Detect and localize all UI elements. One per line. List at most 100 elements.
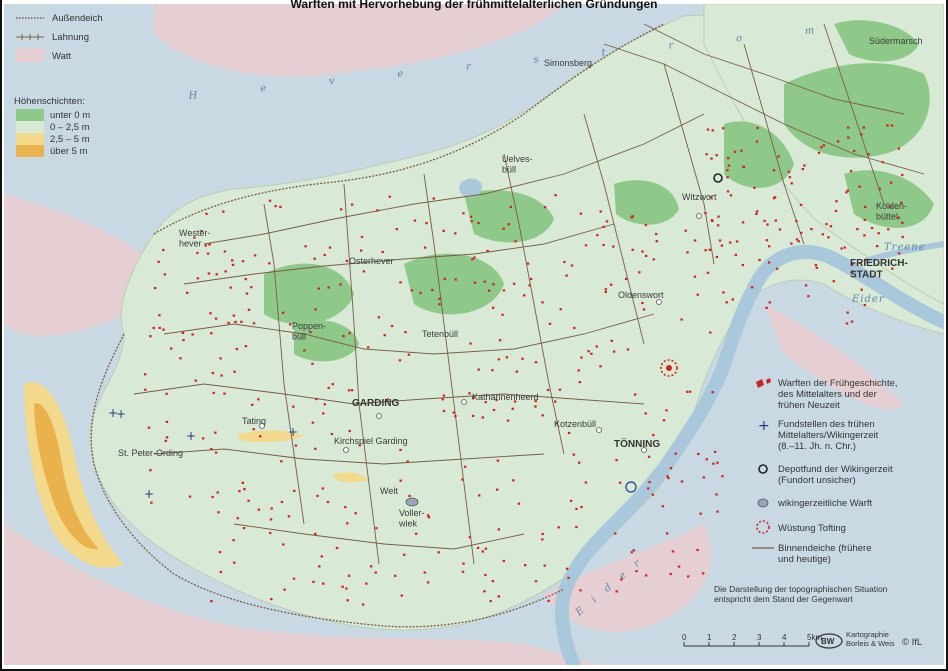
warft-marker xyxy=(473,281,477,284)
warft-marker xyxy=(282,543,285,546)
warft-marker xyxy=(233,561,236,564)
warft-marker xyxy=(901,235,904,239)
warft-marker xyxy=(468,536,472,539)
warft-marker xyxy=(641,250,644,253)
warft-marker xyxy=(856,228,859,231)
warft-marker xyxy=(223,250,227,253)
place-suedermarsch: Südermarsch xyxy=(869,36,923,46)
warft-marker xyxy=(612,350,616,353)
legend-depotfund-label: Depotfund der Wikingerzeit(Fundort unsic… xyxy=(778,464,893,486)
warft-marker xyxy=(182,339,185,342)
warft-marker xyxy=(563,260,566,264)
plus-icon: + xyxy=(186,429,196,443)
warft-marker xyxy=(477,221,480,225)
warft-marker xyxy=(851,270,854,273)
warft-marker xyxy=(231,263,235,266)
warft-marker xyxy=(309,331,312,334)
warft-marker xyxy=(688,390,692,393)
warft-marker xyxy=(584,481,588,484)
warft-marker xyxy=(644,224,648,227)
warft-marker xyxy=(191,333,194,336)
warft-marker xyxy=(476,546,480,549)
warft-marker xyxy=(807,295,810,298)
warft-marker xyxy=(232,539,235,542)
warft-marker xyxy=(701,572,705,575)
warft-marker xyxy=(775,267,779,270)
low-lying-areas xyxy=(264,20,934,362)
warft-marker xyxy=(612,245,615,248)
warft-marker xyxy=(242,527,246,530)
warft-marker xyxy=(687,575,690,578)
warft-marker xyxy=(870,227,874,230)
warft-marker xyxy=(555,422,559,425)
warft-marker xyxy=(205,212,208,215)
warft-marker xyxy=(164,439,167,442)
warft-marker xyxy=(514,240,517,243)
warft-marker xyxy=(825,223,828,226)
warft-marker xyxy=(729,241,732,244)
warft-marker xyxy=(575,525,578,529)
warft-marker xyxy=(712,462,715,465)
warft-marker xyxy=(443,277,446,280)
warft-marker xyxy=(339,283,342,286)
warft-marker xyxy=(720,244,724,247)
warft-marker xyxy=(801,168,805,171)
warft-marker xyxy=(360,249,363,252)
warft-marker xyxy=(200,230,203,233)
warft-marker xyxy=(846,189,849,192)
legend-watt-label: Watt xyxy=(52,51,72,62)
warft-marker xyxy=(346,599,349,602)
warft-marker xyxy=(631,215,634,218)
warft-marker xyxy=(398,359,402,362)
warft-marker xyxy=(557,526,560,529)
warft-marker xyxy=(381,250,384,254)
warft-marker xyxy=(233,370,236,373)
warft-marker xyxy=(292,577,296,580)
warft-marker xyxy=(652,433,655,437)
warft-marker xyxy=(311,362,314,365)
warft-marker xyxy=(287,515,291,518)
warft-marker xyxy=(887,228,890,231)
warft-marker xyxy=(647,487,650,490)
warft-marker xyxy=(817,151,821,154)
warft-marker xyxy=(632,549,635,552)
legend-aussendeich-label: Außendeich xyxy=(52,13,103,24)
warft-marker xyxy=(546,388,550,392)
warft-marker xyxy=(596,234,599,237)
warft-marker xyxy=(715,154,718,157)
warft-marker xyxy=(704,212,707,215)
hever-pond xyxy=(459,178,482,198)
warft-marker xyxy=(858,185,861,188)
place-kotzenbuell: Kotzenbüll xyxy=(554,419,596,429)
warft-marker xyxy=(431,288,434,292)
warft-marker xyxy=(188,495,192,498)
warft-marker xyxy=(725,301,728,304)
warft-marker xyxy=(423,571,426,574)
warft-marker xyxy=(314,308,317,311)
warft-marker xyxy=(772,169,776,172)
place-vollerwiek: Voller-wiek xyxy=(398,508,425,528)
warft-marker xyxy=(742,165,745,168)
credits: BW Kartographie Borleis & Weis © IfL xyxy=(815,630,922,649)
warft-marker xyxy=(193,236,196,239)
warft-marker xyxy=(768,245,771,248)
warft-marker xyxy=(438,297,441,300)
warft-marker xyxy=(790,242,793,245)
warft-marker xyxy=(162,248,165,252)
warft-marker xyxy=(342,335,345,338)
warft-marker xyxy=(674,452,677,455)
warft-marker xyxy=(587,350,590,353)
warft-marker xyxy=(795,219,798,223)
warft-marker xyxy=(711,391,714,394)
place-garding: GARDING xyxy=(352,398,399,409)
warft-marker xyxy=(339,208,343,211)
warft-marker xyxy=(441,398,444,401)
warft-marker xyxy=(696,548,699,552)
warft-marker xyxy=(897,252,901,255)
warft-marker xyxy=(383,334,386,337)
warft-marker xyxy=(211,495,214,499)
inland-dike xyxy=(663,63,715,265)
warft-marker xyxy=(506,419,510,422)
warft-marker xyxy=(374,571,377,574)
